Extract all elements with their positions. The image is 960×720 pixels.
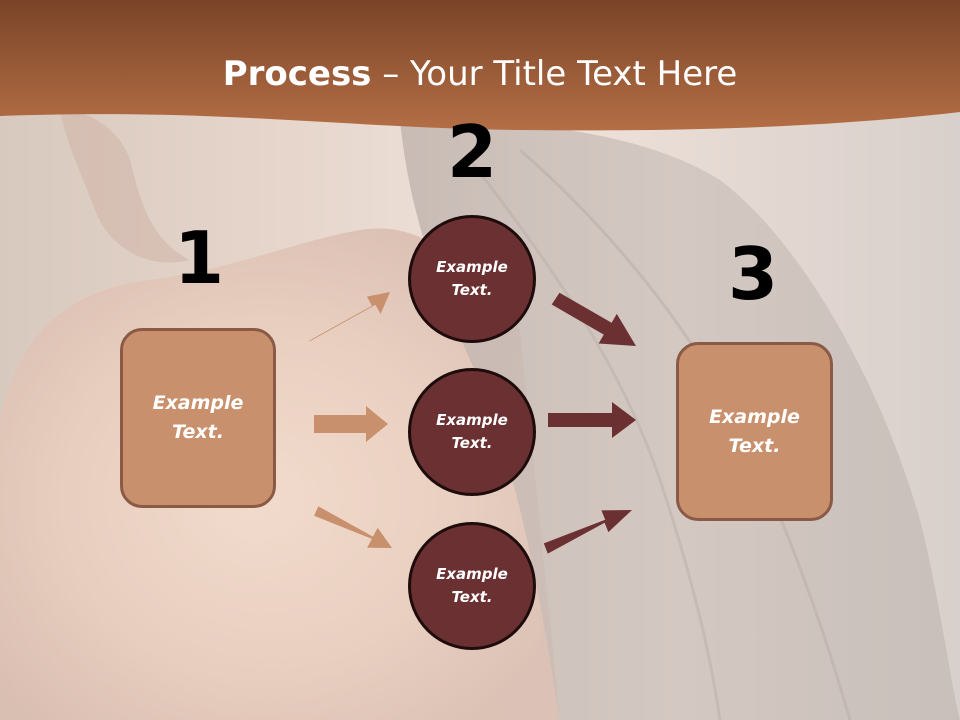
arrow-bottom-to-3 [543,510,632,554]
title-strong: Process [222,54,372,94]
step-2-circle-3: Example Text. [408,522,536,650]
step-2-text-2: Example Text. [436,411,508,452]
step-1-box: Example Text. [120,328,276,508]
title-rest: – Your Title Text Here [371,54,738,94]
step-2-text-1: Example Text. [436,258,508,299]
arrow-1-to-top [308,292,390,342]
arrow-1-to-middle [314,406,388,442]
arrow-1-to-bottom [314,506,392,548]
step-2-text-3: Example Text. [436,565,508,606]
arrows-light [308,292,392,548]
arrow-top-to-3 [551,292,636,346]
step-1-number: 1 [173,216,225,300]
step-2-circle-1: Example Text. [408,215,536,343]
step-2-circle-2: Example Text. [408,368,536,496]
step-3-box: Example Text. [676,342,833,521]
step-3-number: 3 [727,232,779,316]
arrow-middle-to-3 [548,402,636,438]
step-2-number: 2 [446,110,498,194]
slide-title: Process – Your Title Text Here [0,52,960,96]
header-band [0,0,960,131]
step-3-text: Example Text. [709,405,800,457]
step-1-text: Example Text. [152,392,244,443]
arrows-dark [543,292,636,554]
